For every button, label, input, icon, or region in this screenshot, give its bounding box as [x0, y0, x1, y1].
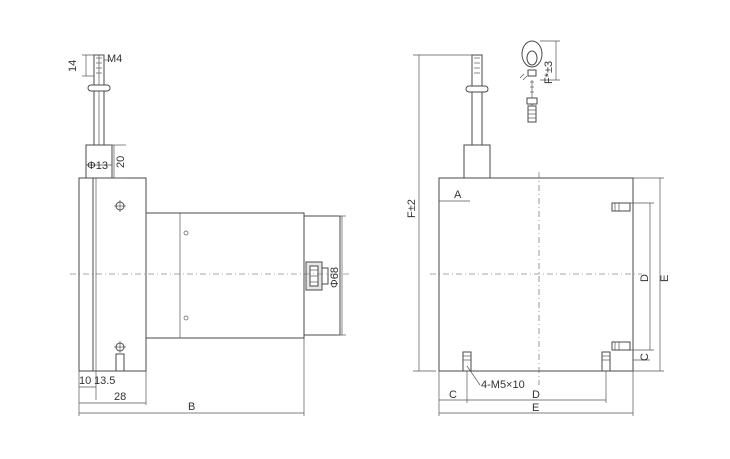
label-dia-68: Φ68 [329, 267, 341, 288]
label-28: 28 [114, 391, 126, 403]
side-view: M4 14 20 Φ13 Φ68 10 13.5 28 B [67, 53, 350, 416]
label-m4: M4 [107, 53, 122, 65]
label-dia-13: Φ13 [87, 160, 108, 172]
front-outlet [463, 144, 491, 179]
label-10: 10 [79, 375, 91, 387]
label-thread-spec: 4-M5×10 [481, 379, 525, 391]
label-a: A [454, 189, 462, 201]
label-d-right: D [639, 274, 651, 282]
front-rod [471, 54, 483, 146]
front-plate-main [438, 177, 634, 372]
label-b: B [188, 401, 195, 413]
label-f-tol: F±2 [406, 199, 418, 218]
label-13-5: 13.5 [94, 375, 115, 387]
thread-hole-top-right [611, 202, 631, 212]
rod-nut [87, 84, 111, 92]
label-c-right: C [639, 353, 651, 361]
label-e-right: E [659, 275, 671, 282]
label-f-star: F*±3 [543, 61, 555, 84]
label-d-bottom: D [532, 389, 540, 401]
hook-detail [519, 40, 543, 123]
label-14: 14 [67, 60, 79, 72]
thread-hole-bottom-right [601, 351, 611, 372]
label-c-bottom: C [449, 389, 457, 401]
drum-housing [145, 212, 305, 339]
thread-hole-right [611, 341, 631, 351]
bottom-insert [115, 353, 125, 372]
outlet-boss [85, 144, 113, 179]
thread-hole-bottom-left [462, 351, 472, 372]
label-e-bottom: E [532, 402, 539, 414]
label-20: 20 [115, 156, 127, 168]
front-view: A F±2 F*±3 4-M5×10 C D E D E C [406, 40, 671, 416]
